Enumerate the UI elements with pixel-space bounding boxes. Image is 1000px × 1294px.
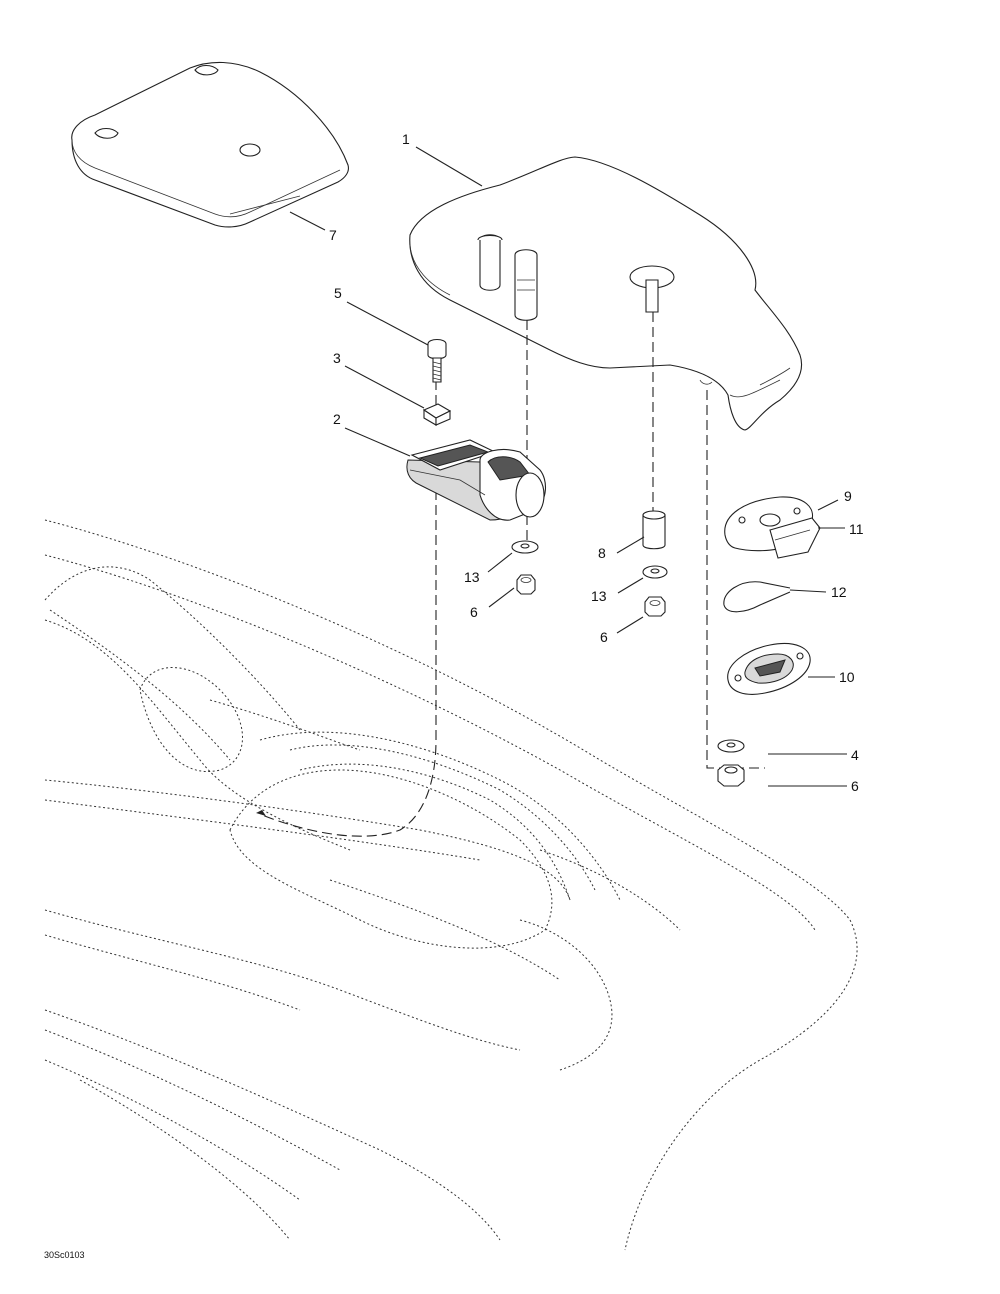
callout-2: 2 bbox=[333, 411, 341, 427]
callout-7: 7 bbox=[329, 227, 337, 243]
hinge-bracket-part-2 bbox=[406, 439, 546, 521]
callout-6-left: 6 bbox=[470, 604, 478, 620]
spacer-part-8 bbox=[642, 510, 666, 550]
wire-clip-part-12 bbox=[723, 581, 791, 613]
assembly-lines bbox=[261, 312, 765, 837]
washer-part-13-center bbox=[642, 565, 668, 579]
callout-4: 4 bbox=[851, 747, 859, 763]
bolt-part-5 bbox=[427, 338, 447, 383]
callout-12: 12 bbox=[831, 584, 847, 600]
callout-9: 9 bbox=[844, 488, 852, 504]
callout-5: 5 bbox=[334, 285, 342, 301]
figure-code: 30Sc0103 bbox=[44, 1250, 85, 1260]
callout-13-left: 13 bbox=[464, 569, 480, 585]
square-nut-part-3 bbox=[422, 403, 452, 426]
nut-part-6-left bbox=[516, 574, 536, 595]
callout-1: 1 bbox=[402, 131, 410, 147]
leader-lines bbox=[289, 146, 847, 787]
nut-part-6-right bbox=[717, 764, 745, 787]
callout-6-center: 6 bbox=[600, 629, 608, 645]
callout-8: 8 bbox=[598, 545, 606, 561]
callout-13-center: 13 bbox=[591, 588, 607, 604]
seat-panel-part-1 bbox=[409, 156, 803, 431]
nut-part-6-center bbox=[644, 596, 666, 617]
callout-11: 11 bbox=[849, 521, 864, 537]
callout-10: 10 bbox=[839, 669, 855, 685]
callout-labels: 1 7 5 3 2 13 6 8 13 6 9 11 12 10 4 6 bbox=[329, 131, 864, 794]
hull-deck bbox=[44, 519, 858, 1251]
washer-part-13-left bbox=[511, 540, 539, 554]
washer-part-4 bbox=[717, 739, 745, 753]
callout-3: 3 bbox=[333, 350, 341, 366]
callout-6-right: 6 bbox=[851, 778, 859, 794]
clip-part-11 bbox=[769, 517, 821, 559]
cover-part-7 bbox=[71, 61, 349, 228]
latch-base-part-10 bbox=[727, 643, 811, 695]
arrow-head bbox=[256, 810, 266, 816]
